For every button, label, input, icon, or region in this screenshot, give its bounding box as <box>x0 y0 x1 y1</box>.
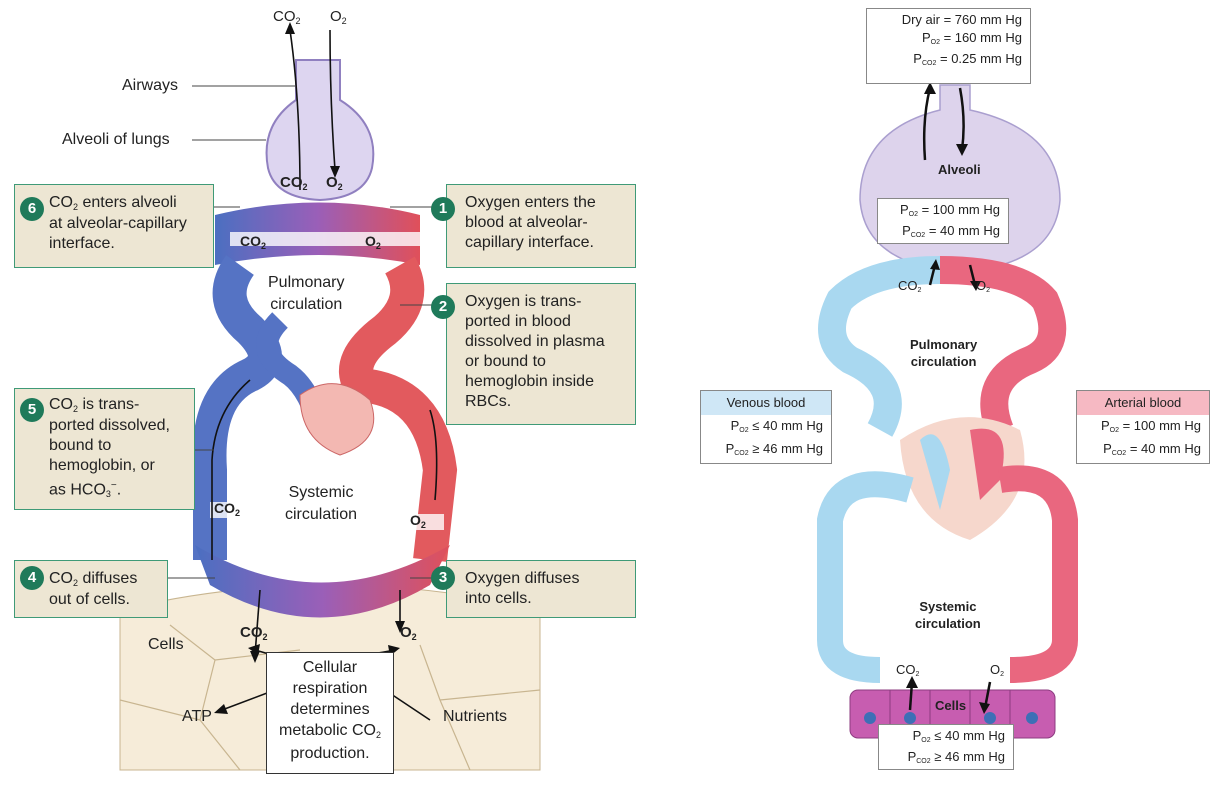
nutrients-label: Nutrients <box>443 708 508 725</box>
cells-pressure-box: PO2 ≤ 40 mm Hg PCO2 ≥ 46 mm Hg <box>878 724 1014 770</box>
pulm-co2-label: CO2 <box>240 233 267 251</box>
step-5-box: CO2 is trans- ported dissolved, bound to… <box>14 388 195 510</box>
top-o2-label: O2 <box>330 8 347 26</box>
airways-label: Airways <box>122 77 179 94</box>
cells-o2-label: O2 <box>400 624 417 642</box>
right-o2-cells-label: O2 <box>990 662 1005 678</box>
cells-label: Cells <box>148 636 184 653</box>
heart <box>299 383 375 456</box>
dry-air-box: Dry air = 760 mm Hg PO2 = 160 mm Hg PCO2… <box>866 8 1031 84</box>
step-4-badge: 4 <box>20 566 44 590</box>
step-6-box: CO2 enters alveoli at alveolar-capillary… <box>14 184 214 268</box>
systemic-loop <box>817 471 914 683</box>
alveoli-pressure-box: PO2 = 100 mm Hg PCO2 = 40 mm Hg <box>877 198 1009 244</box>
step-5-badge: 5 <box>20 398 44 422</box>
right-co2-label: CO2 <box>898 278 922 294</box>
alveoli-right-label: Alveoli <box>938 162 981 177</box>
atp-label: ATP <box>182 708 212 725</box>
right-co2-cells-label: CO2 <box>896 662 920 678</box>
alveolus <box>265 59 375 202</box>
arterial-box: Arterial blood PO2 = 100 mm Hg PCO2 = 40… <box>1076 390 1210 464</box>
respiration-box: Cellular respiration determines metaboli… <box>266 652 394 774</box>
pulm-o2-label: O2 <box>365 233 381 251</box>
sys-o2-label: O2 <box>410 512 426 530</box>
step-3-box: Oxygen diffuses into cells. <box>446 560 636 618</box>
step-4-box: CO2 diffuses out of cells. <box>14 560 168 618</box>
cells-right-label: Cells <box>935 698 967 713</box>
step-1-badge: 1 <box>431 197 455 221</box>
sys-co2-label: CO2 <box>214 500 241 518</box>
step-3-badge: 3 <box>431 566 455 590</box>
step-2-box: Oxygen is trans- ported in blood dissolv… <box>446 283 636 425</box>
arterial-vessel <box>339 256 458 562</box>
step-6-badge: 6 <box>20 197 44 221</box>
right-o2-label: O2 <box>976 278 991 294</box>
top-co2-label: CO2 <box>273 8 301 26</box>
step-1-box: Oxygen enters the blood at alveolar- cap… <box>446 184 636 268</box>
alveoli-label: Alveoli of lungs <box>62 131 170 148</box>
alv-o2-label: O2 <box>326 174 343 192</box>
venous-box: Venous blood PO2 ≤ 40 mm Hg PCO2 ≥ 46 mm… <box>700 390 832 464</box>
cells-co2-label: CO2 <box>240 624 268 642</box>
alv-co2-label: CO2 <box>280 174 308 192</box>
left-diagram <box>119 22 541 771</box>
step-2-badge: 2 <box>431 295 455 319</box>
